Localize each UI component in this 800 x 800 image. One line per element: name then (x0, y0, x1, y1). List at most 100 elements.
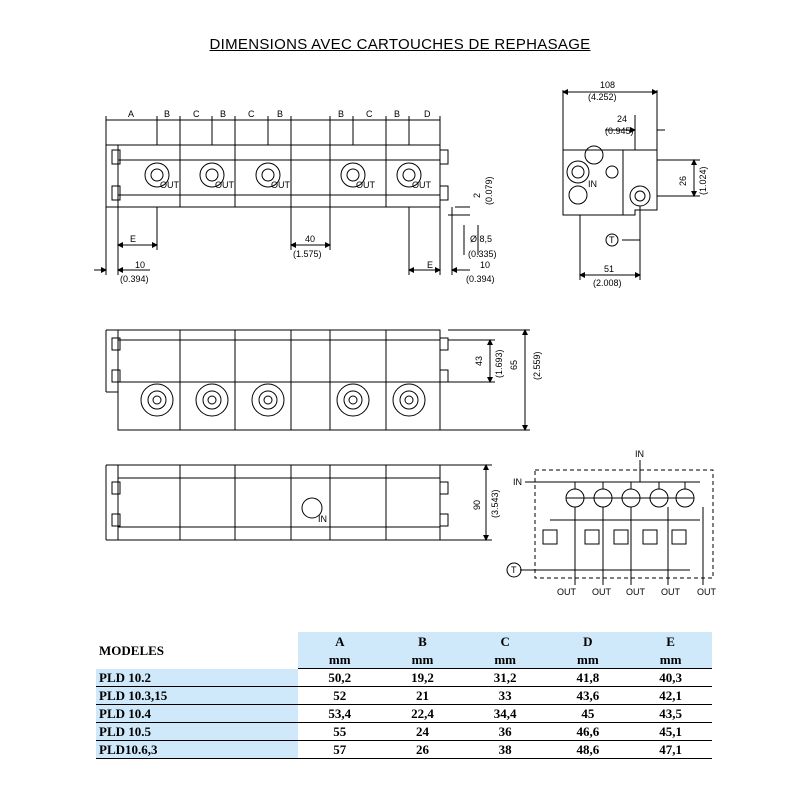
table-row: PLD 10.4 53,4 22,4 34,4 45 43,5 (96, 704, 712, 723)
table-cell: 38 (463, 740, 547, 759)
front-view (94, 116, 479, 275)
port-label-out: OUT (557, 587, 577, 597)
label-c: C (248, 109, 255, 119)
table-cell: 52 (298, 686, 382, 705)
dim-2: 2 (472, 193, 482, 198)
label-b: B (220, 109, 226, 119)
model-name: PLD10.6,3 (96, 740, 299, 759)
label-a: A (128, 109, 134, 119)
side-view-labels: 108 (4.252) 24 (0.945) IN 26 (1.024) T 5… (588, 80, 708, 288)
label-b: B (164, 109, 170, 119)
table-cell: 24 (381, 722, 464, 741)
port-label-in: IN (635, 449, 644, 459)
table-cell: 33 (463, 686, 547, 705)
side-view (562, 89, 700, 280)
table-cell: 46,6 (546, 722, 630, 741)
front-view-labels: A B C B C B B C B D OUT OUT OUT OUT OUT … (120, 109, 497, 284)
port-label-out: OUT (661, 587, 681, 597)
table-cell: 53,4 (298, 704, 382, 723)
model-name: PLD 10.2 (96, 668, 299, 687)
rear-view-labels: IN 90 (3.543) (318, 489, 500, 524)
hydraulic-schematic (506, 460, 714, 585)
label-c: C (366, 109, 373, 119)
dim-10-right: 10 (480, 260, 490, 270)
dim-90: 90 (472, 500, 482, 510)
col-header-b: B (381, 632, 464, 650)
table-cell: 43,5 (629, 704, 712, 723)
dim-10-left: 10 (135, 260, 145, 270)
table-cell: 43,6 (546, 686, 630, 705)
table-cell: 36 (463, 722, 547, 741)
table-row: PLD 10.5 55 24 36 46,6 45,1 (96, 722, 712, 741)
label-e: E (130, 234, 136, 244)
dim-90-inch: (3.543) (490, 489, 500, 518)
label-e: E (427, 260, 433, 270)
label-d: D (424, 109, 431, 119)
port-label-out: OUT (356, 180, 376, 190)
dim-108: 108 (600, 80, 615, 90)
table-cell: 50,2 (298, 668, 382, 687)
port-label-t: T (511, 565, 517, 575)
table-cell: 42,1 (629, 686, 712, 705)
col-unit-b: mm (381, 650, 464, 669)
col-header-e: E (629, 632, 712, 650)
table-cell: 55 (298, 722, 382, 741)
schematic-labels: IN IN T OUT OUT OUT OUT OUT (511, 449, 717, 597)
rear-view (105, 464, 492, 541)
dim-51-inch: (2.008) (593, 278, 622, 288)
dim-40: 40 (305, 234, 315, 244)
col-unit-a: mm (298, 650, 382, 669)
dim-43-inch: (1.693) (494, 349, 504, 378)
label-c: C (193, 109, 200, 119)
table-cell: 45 (546, 704, 630, 723)
label-b: B (277, 109, 283, 119)
dim-43: 43 (474, 356, 484, 366)
models-header: MODELES (99, 642, 165, 658)
page-title: DIMENSIONS AVEC CARTOUCHES DE REPHASAGE (209, 36, 591, 53)
port-label-out: OUT (697, 587, 717, 597)
top-view-labels: 43 (1.693) 65 (2.559) (474, 349, 542, 380)
port-label-out: OUT (215, 180, 235, 190)
table-cell: 57 (298, 740, 382, 759)
col-unit-e: mm (629, 650, 712, 669)
col-header-d: D (546, 632, 630, 650)
port-label-out: OUT (412, 180, 432, 190)
dim-65: 65 (509, 360, 519, 370)
table-cell: 48,6 (546, 740, 630, 759)
table-cell: 41,8 (546, 668, 630, 687)
port-label-in: IN (513, 477, 522, 487)
technical-drawing: A B C B C B B C B D OUT OUT OUT OUT OUT … (94, 80, 717, 597)
table-cell: 45,1 (629, 722, 712, 741)
col-header-c: C (463, 632, 547, 650)
dim-10-left-inch: (0.394) (120, 274, 149, 284)
port-label-out: OUT (626, 587, 646, 597)
label-b: B (394, 109, 400, 119)
model-name: PLD 10.5 (96, 722, 299, 741)
table-row: PLD 10.3,15 52 21 33 43,6 42,1 (96, 686, 712, 705)
port-label-in: IN (318, 514, 327, 524)
dim-108-inch: (4.252) (588, 92, 617, 102)
table-cell: 31,2 (463, 668, 547, 687)
table-cell: 47,1 (629, 740, 712, 759)
dim-51: 51 (604, 264, 614, 274)
table-row: PLD10.6,3 57 26 38 48,6 47,1 (96, 740, 712, 759)
port-label-in: IN (588, 179, 597, 189)
col-unit-d: mm (546, 650, 630, 669)
dim-8-5-inch: (0.335) (468, 249, 497, 259)
port-label-out: OUT (592, 587, 612, 597)
table-cell: 22,4 (381, 704, 464, 723)
col-header-a: A (298, 632, 382, 650)
top-view (105, 329, 530, 431)
dim-26: 26 (678, 176, 688, 186)
table-cell: 26 (381, 740, 464, 759)
dim-24: 24 (617, 114, 627, 124)
label-b: B (338, 109, 344, 119)
dim-40-inch: (1.575) (293, 249, 322, 259)
table-cell: 19,2 (381, 668, 464, 687)
dim-24-inch: (0.945) (605, 126, 634, 136)
table-cell: 34,4 (463, 704, 547, 723)
model-name: PLD 10.3,15 (96, 686, 299, 705)
dim-8-5: Ø 8,5 (470, 234, 492, 244)
port-label-t: T (609, 235, 615, 245)
port-label-out: OUT (160, 180, 180, 190)
